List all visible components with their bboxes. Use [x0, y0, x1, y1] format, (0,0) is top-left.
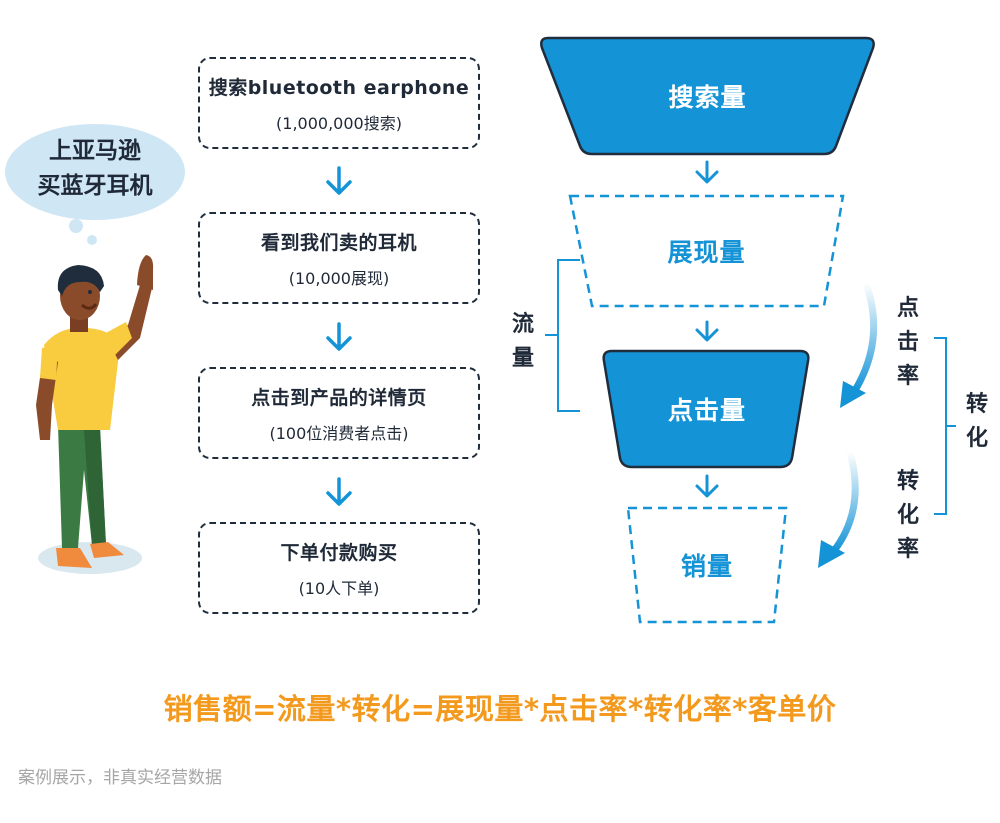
arrow-down-icon — [695, 320, 719, 342]
traffic-label: 流 量 — [508, 308, 538, 376]
click-rate-label: 点 击 率 — [893, 292, 923, 394]
step-detail: (10,000展现) — [288, 268, 390, 288]
step-detail: (10人下单) — [298, 578, 380, 598]
step-click: 点击到产品的详情页 (100位消费者点击) — [198, 367, 480, 459]
click-rate-char: 点 — [896, 296, 919, 321]
conversion-label: 转 化 — [962, 388, 992, 456]
funnel-stage-3-shape — [602, 349, 810, 469]
click-rate-arrow — [850, 279, 878, 396]
person-illustration — [5, 124, 185, 574]
arrow-down-icon — [695, 160, 719, 184]
thought-bubble — [5, 124, 185, 220]
funnel-stage-impressions: 展现量 — [667, 238, 746, 267]
conversion-bracket — [934, 337, 956, 515]
funnel-stage-2-shape — [568, 194, 845, 308]
step-detail: (100位消费者点击) — [269, 423, 409, 443]
bubble-line-2: 买蓝牙耳机 — [37, 173, 153, 199]
step-purchase: 下单付款购买 (10人下单) — [198, 522, 480, 614]
conversion-rate-arrow — [829, 448, 859, 556]
bubble-line-1: 上亚马逊 — [49, 138, 141, 164]
traffic-char: 量 — [511, 346, 534, 371]
funnel-stage-search-volume: 搜索量 — [668, 83, 747, 112]
funnel-stage-sales: 销量 — [680, 552, 733, 581]
traffic-char: 流 — [511, 312, 534, 337]
conversion-rate-label: 转 化 率 — [893, 465, 923, 567]
step-title: 下单付款购买 — [280, 541, 398, 564]
funnel-stage-1-shape — [540, 36, 875, 156]
click-rate-char: 率 — [896, 364, 919, 389]
arrow-down-icon — [326, 166, 352, 195]
step-title: 点击到产品的详情页 — [251, 386, 427, 409]
conversion-rate-char: 化 — [896, 503, 919, 528]
step-detail: (1,000,000搜索) — [276, 113, 402, 133]
funnel-stage-clicks: 点击量 — [667, 396, 746, 425]
funnel-stage-4-shape — [626, 506, 788, 624]
arrow-down-icon — [326, 477, 352, 506]
conversion-rate-char: 转 — [896, 469, 919, 494]
sales-formula: 销售额=流量*转化=展现量*点击率*转化率*客单价 — [163, 692, 837, 726]
traffic-bracket — [545, 259, 580, 412]
click-rate-char: 击 — [896, 330, 919, 355]
conversion-rate-char: 率 — [896, 537, 919, 562]
thought-bubble-text: 上亚马逊 买蓝牙耳机 — [20, 134, 170, 204]
disclaimer-footnote: 案例展示，非真实经营数据 — [18, 768, 222, 788]
step-title: 搜索bluetooth earphone — [208, 76, 470, 99]
funnel-shapes — [540, 36, 956, 624]
conversion-char: 化 — [965, 426, 988, 451]
step-title: 看到我们卖的耳机 — [260, 231, 417, 254]
arrow-down-icon — [326, 322, 352, 351]
conversion-char: 转 — [965, 392, 988, 417]
step-search: 搜索bluetooth earphone (1,000,000搜索) — [198, 57, 480, 149]
step-impression: 看到我们卖的耳机 (10,000展现) — [198, 212, 480, 304]
arrow-down-icon — [695, 474, 719, 498]
